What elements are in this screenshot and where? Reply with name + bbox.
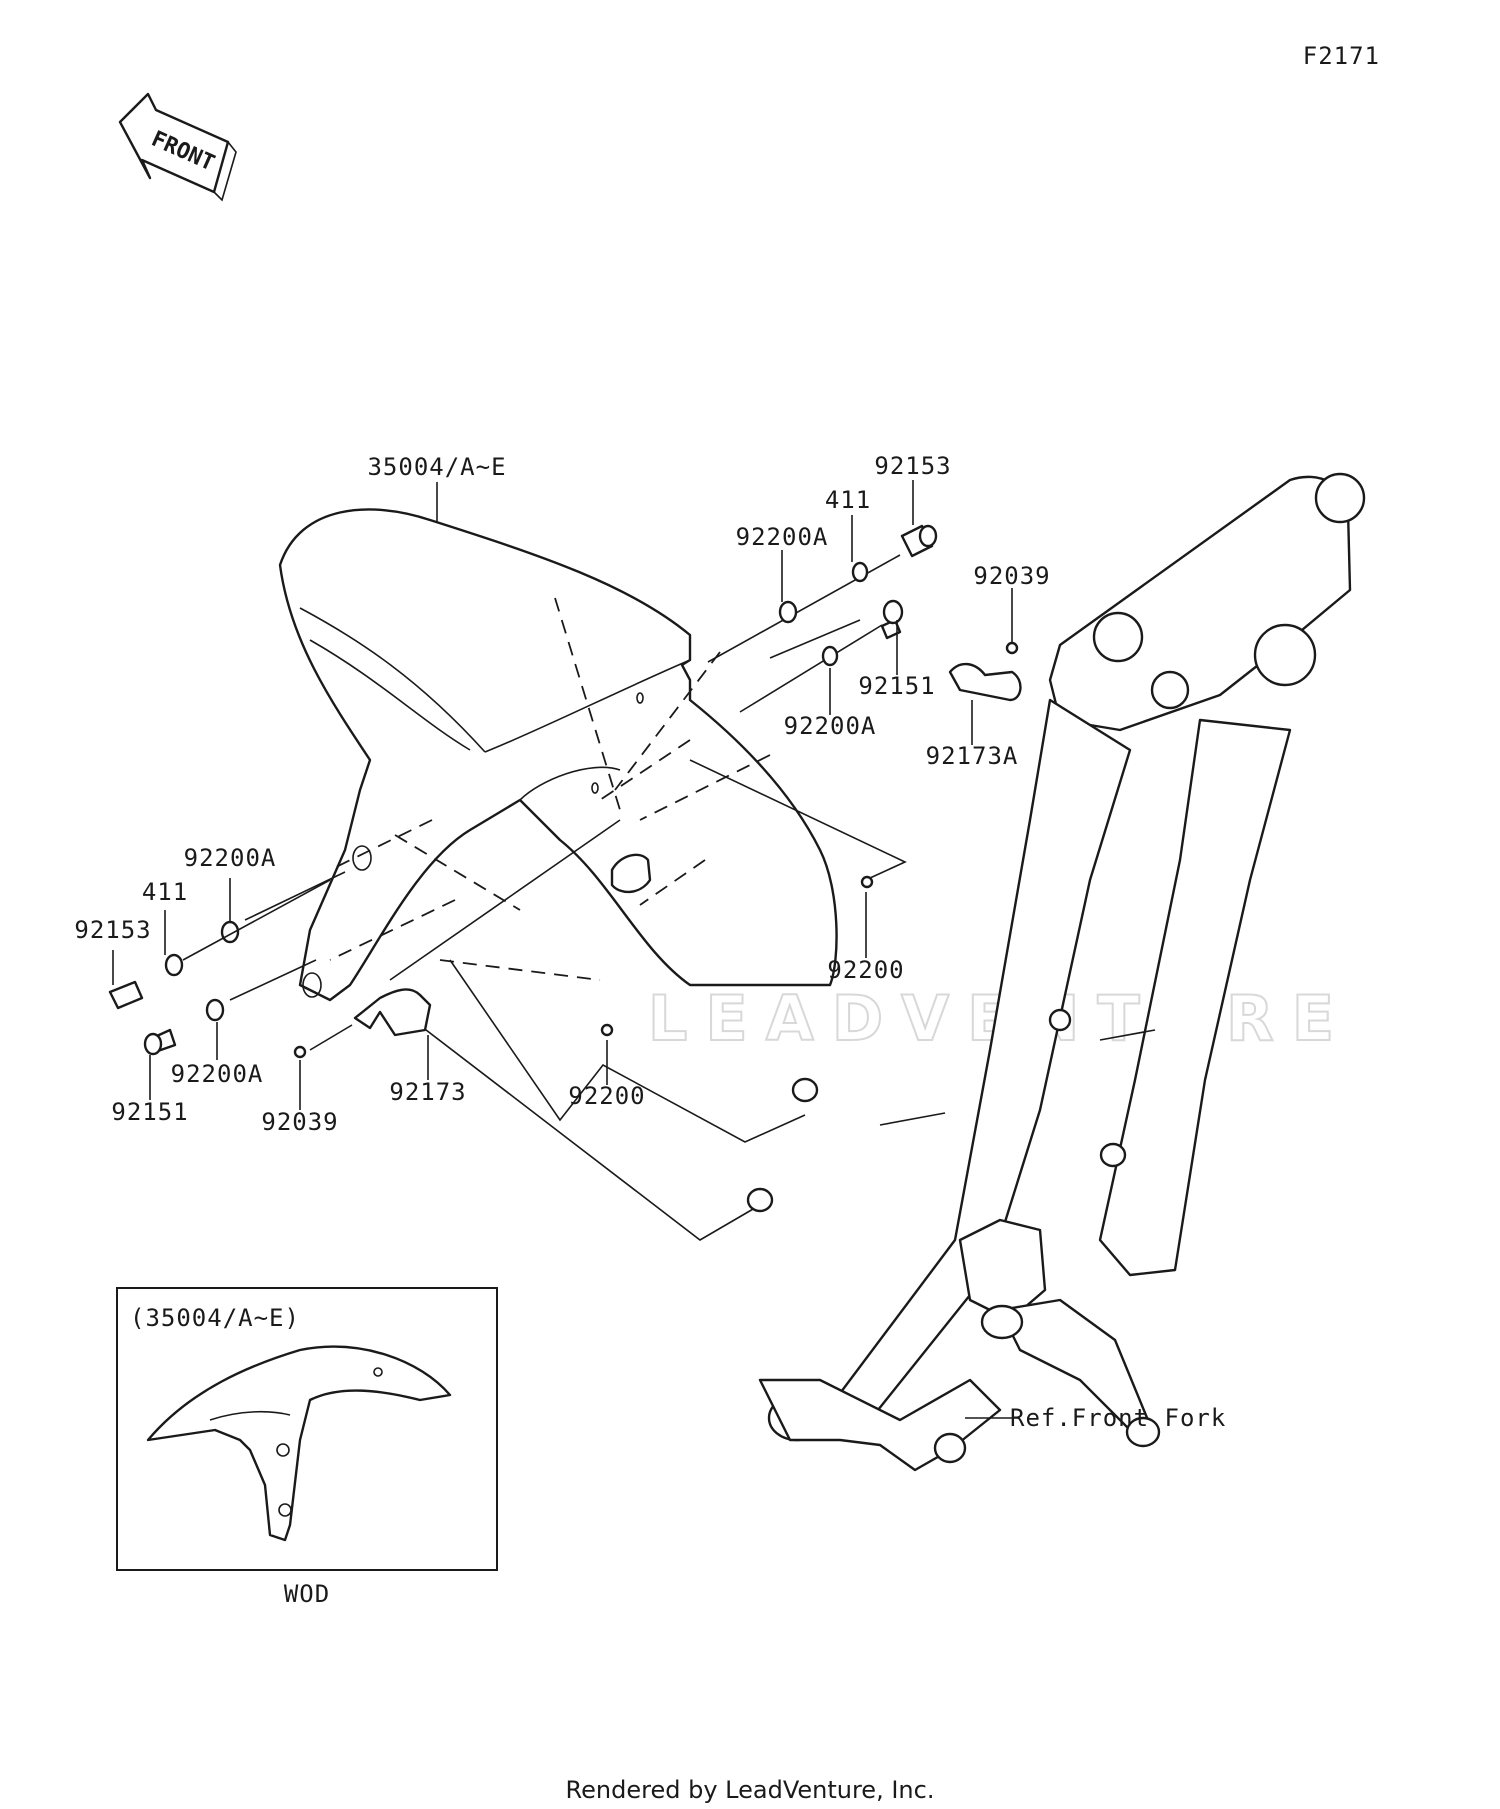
front-fender <box>278 508 838 1002</box>
callout-labels: 35004/A~E 92153 411 92200A 92151 92200A … <box>74 452 1050 1136</box>
assembly-lines <box>329 597 907 1241</box>
front-fork-ref: Ref.Front Fork <box>1010 1404 1226 1432</box>
front-direction-arrow: FRONT <box>118 92 237 202</box>
callout-grommet-right: 92200 <box>827 956 904 984</box>
callout-bolt-left: 92153 <box>74 916 151 944</box>
hardware-top-right <box>707 524 1022 889</box>
callout-fender: 35004/A~E <box>367 453 506 481</box>
callout-leaders <box>112 480 1013 1110</box>
inset-title: (35004/A~E) <box>130 1304 300 1332</box>
hardware-left <box>108 871 614 1059</box>
callout-clamp-right: 92173A <box>926 742 1019 770</box>
callout-bolt-top-right: 92153 <box>874 452 951 480</box>
footer-credit: Rendered by LeadVenture, Inc. <box>566 1776 935 1804</box>
inset-variant-box: (35004/A~E) WOD <box>116 1287 498 1608</box>
callout-screw-clamp-right: 92039 <box>973 562 1050 590</box>
callout-washer-a-mid: 92200A <box>784 712 877 740</box>
callout-screw-left: 92151 <box>111 1098 188 1126</box>
inset-caption: WOD <box>284 1580 330 1608</box>
callout-grommet-center: 92200 <box>568 1082 645 1110</box>
callout-washer-a-left-bottom: 92200A <box>171 1060 264 1088</box>
figure-id: F2171 <box>1303 42 1380 70</box>
callout-clamp-left: 92173 <box>389 1078 466 1106</box>
callout-screw-clamp-left: 92039 <box>261 1108 338 1136</box>
callout-washer-left: 411 <box>142 878 188 906</box>
callout-washer-a-left-top: 92200A <box>184 844 277 872</box>
callout-washer-top-right: 411 <box>825 486 871 514</box>
callout-washer-a-top: 92200A <box>736 523 829 551</box>
callout-screw-top-right: 92151 <box>858 672 935 700</box>
front-fork <box>746 472 1366 1472</box>
